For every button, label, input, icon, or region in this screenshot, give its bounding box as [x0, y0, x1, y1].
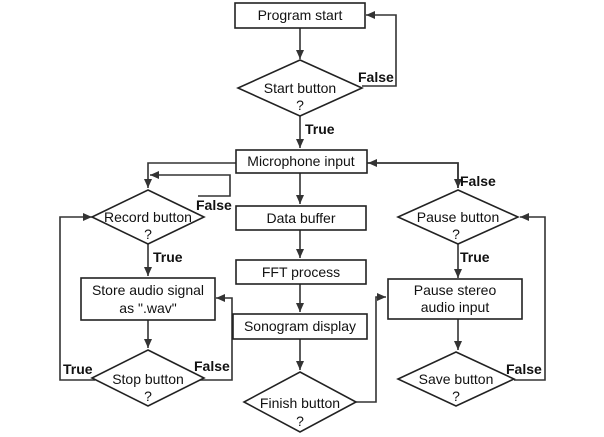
edge-labels: False True False True False True True Fa… — [63, 69, 542, 377]
stop-button-decision: Stop button ? — [90, 349, 206, 407]
stop-true-label: True — [63, 361, 93, 377]
edge-save-false-loop — [514, 213, 546, 381]
pause-button-decision: Pause button ? — [396, 189, 520, 245]
sonogram-display-label: Sonogram display — [244, 318, 356, 334]
stop-button-qmark: ? — [144, 388, 152, 404]
record-button-decision: Record button ? — [90, 189, 206, 245]
finish-button-qmark: ? — [296, 413, 304, 429]
start-button-decision: Start button ? — [236, 59, 364, 117]
microphone-input-label: Microphone input — [247, 153, 355, 169]
start-button-qmark: ? — [296, 97, 304, 113]
program-start-box: Program start — [234, 2, 366, 29]
edge-stop-false-loop — [200, 294, 233, 381]
record-false-label: False — [196, 197, 232, 213]
store-audio-label-line2: as ".wav" — [119, 300, 176, 316]
record-button-label: Record button — [104, 209, 192, 225]
edge-finish-to-pausestereo — [356, 293, 386, 403]
stop-false-label: False — [194, 358, 230, 374]
store-audio-label-line1: Store audio signal — [92, 282, 204, 298]
start-false-label: False — [358, 69, 394, 85]
start-true-label: True — [305, 121, 335, 137]
edge-pause-false — [368, 159, 459, 188]
edge-mic-to-pause — [366, 162, 462, 188]
save-button-label: Save button — [419, 371, 494, 387]
sonogram-display-box: Sonogram display — [232, 313, 368, 340]
edge-startbutton-false-loop — [362, 11, 397, 87]
microphone-input-box: Microphone input — [235, 149, 368, 174]
record-button-qmark: ? — [144, 226, 152, 242]
pause-true-label: True — [460, 249, 490, 265]
pause-button-qmark: ? — [452, 226, 460, 242]
pause-button-label: Pause button — [417, 209, 500, 225]
pause-stereo-box: Pause stereo audio input — [387, 278, 523, 320]
pause-stereo-label-line1: Pause stereo — [414, 282, 497, 298]
edge-stop-true-loop — [59, 213, 95, 381]
program-start-label: Program start — [258, 7, 343, 23]
edge-mic-to-record — [144, 162, 236, 188]
store-audio-box: Store audio signal as ".wav" — [80, 277, 216, 321]
start-button-label: Start button — [264, 80, 336, 96]
finish-button-decision: Finish button ? — [242, 371, 358, 433]
connectors — [59, 11, 546, 403]
finish-button-label: Finish button — [260, 395, 340, 411]
pause-false-label: False — [460, 173, 496, 189]
record-true-label: True — [153, 249, 183, 265]
save-false-label: False — [506, 361, 542, 377]
data-buffer-box: Data buffer — [235, 205, 367, 231]
data-buffer-label: Data buffer — [266, 210, 335, 226]
fft-process-label: FFT process — [262, 264, 340, 280]
save-button-qmark: ? — [452, 388, 460, 404]
edge-record-false-loop — [150, 171, 231, 197]
save-button-decision: Save button ? — [396, 351, 516, 407]
fft-process-box: FFT process — [235, 259, 367, 285]
pause-stereo-label-line2: audio input — [421, 299, 490, 315]
stop-button-label: Stop button — [112, 371, 184, 387]
